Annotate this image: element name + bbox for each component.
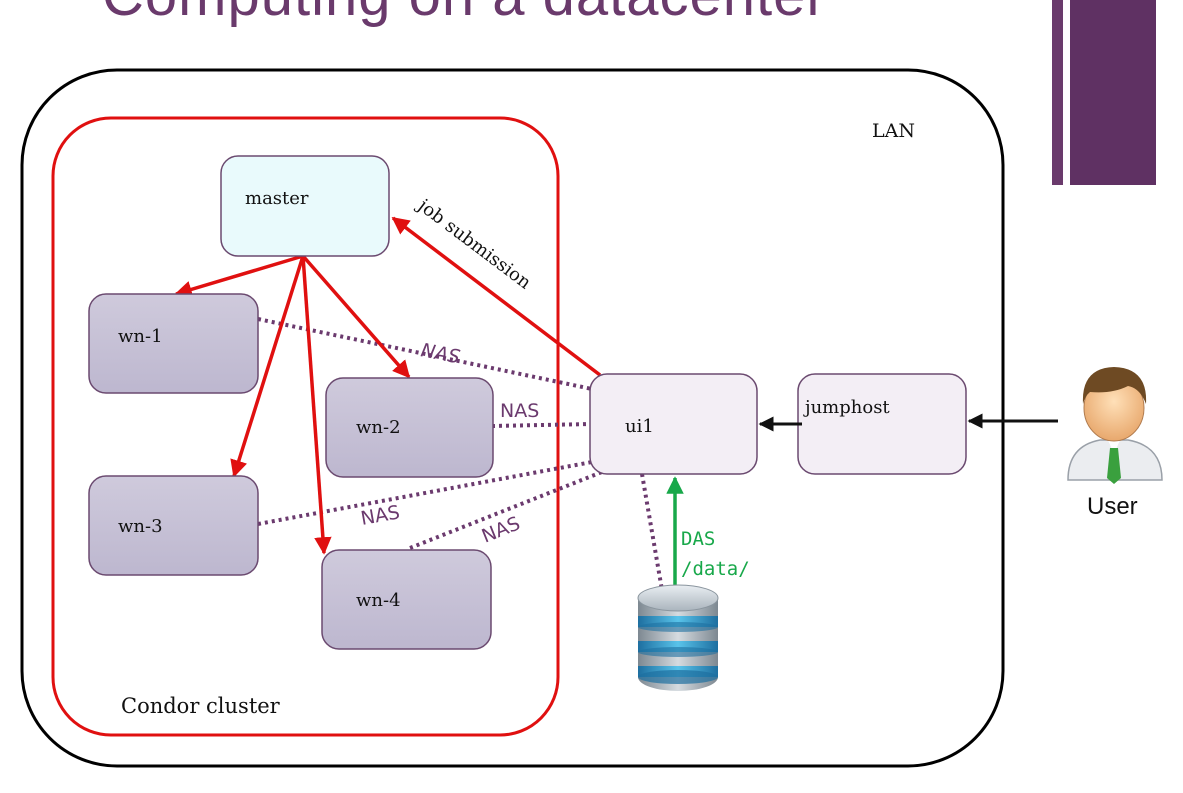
wn1-node[interactable]: [88, 293, 259, 394]
ui1-label: ui1: [625, 416, 654, 437]
wn2-label: wn-2: [356, 417, 401, 438]
nas-link-wn1: [257, 317, 593, 391]
user-label: User: [1087, 493, 1138, 520]
wn3-node[interactable]: [88, 475, 259, 576]
scheduling-arrows: [174, 216, 602, 555]
wn4-label: wn-4: [356, 590, 401, 611]
wn1-label: wn-1: [118, 326, 163, 347]
access-arrows: [758, 413, 1058, 432]
arrow-master-wn4: [301, 255, 332, 555]
database-icon: [637, 584, 719, 691]
jumphost-label: jumphost: [803, 397, 890, 418]
nas-label-wn3: NAS: [359, 501, 402, 529]
das-label: DAS: [681, 528, 715, 550]
lan-label: LAN: [872, 120, 915, 142]
arrow-master-wn1: [174, 254, 304, 298]
arrow-job-submission: [391, 216, 602, 377]
nas-links: [257, 317, 664, 591]
wn3-label: wn-3: [118, 516, 163, 537]
master-node[interactable]: [220, 155, 390, 257]
decorative-side-bar: [1052, 0, 1156, 185]
nas-label-wn1: NAS: [419, 339, 462, 368]
lan-boundary: [20, 68, 1005, 768]
jumphost-node[interactable]: [797, 373, 967, 475]
nas-label-wn2: NAS: [500, 400, 539, 422]
slide-title: Computing on a datacenter: [102, 0, 827, 29]
nas-link-storage: [640, 473, 664, 591]
nas-link-wn3: [257, 460, 593, 526]
nas-link-wn2: [491, 422, 593, 428]
wn4-node[interactable]: [321, 549, 492, 650]
arrow-master-wn3: [230, 255, 305, 478]
arrow-master-wn2: [301, 254, 411, 379]
wn2-node[interactable]: [325, 377, 494, 478]
master-label: master: [245, 188, 309, 209]
das-path-label: /data/: [681, 558, 750, 580]
nas-label-wn4: NAS: [479, 513, 524, 548]
ui1-node[interactable]: [589, 373, 758, 475]
condor-cluster-label: Condor cluster: [121, 694, 281, 718]
user-icon: [1067, 367, 1163, 484]
